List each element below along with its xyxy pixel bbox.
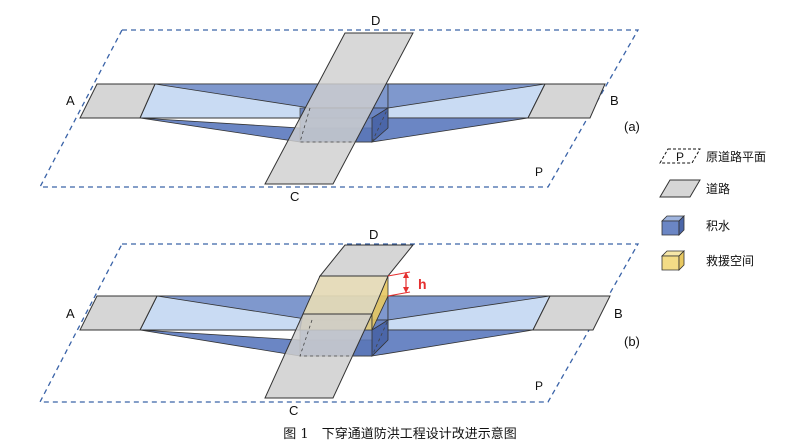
label-d-b: D (369, 227, 378, 242)
crossing-road-upper-b (318, 244, 415, 277)
panel-a: A B C D P (a) (38, 13, 640, 204)
label-a-a: A (66, 93, 75, 108)
panel-label-b: (b) (624, 334, 640, 349)
legend-item-plane: P 原道路平面 (659, 148, 766, 164)
label-a-b: A (66, 306, 75, 321)
legend: P 原道路平面 道路 积水 救援空间 (659, 148, 766, 271)
label-c-a: C (290, 189, 299, 204)
road-left-b (79, 295, 158, 331)
legend-item-road: 道路 (659, 179, 730, 198)
label-b-b: B (614, 306, 623, 321)
road-left-a (79, 83, 156, 119)
label-p-a: P (535, 165, 543, 179)
legend-item-water: 积水 (661, 215, 730, 236)
original-road-plane-b (38, 243, 640, 403)
legend-water-label: 积水 (706, 219, 730, 233)
label-p-b: P (535, 379, 543, 393)
height-marker (387, 271, 411, 297)
legend-road-label: 道路 (706, 181, 730, 196)
label-d-a: D (371, 13, 380, 28)
legend-plane-key: P (676, 150, 684, 164)
figure-caption: 图 1 下穿通道防洪工程设计改进示意图 (283, 426, 516, 442)
road-right-a (527, 83, 606, 119)
original-road-plane-a (38, 29, 640, 188)
panel-label-a: (a) (624, 119, 640, 134)
legend-plane-label: 原道路平面 (706, 149, 766, 164)
height-label: h (418, 276, 427, 292)
crossing-road-deck-b (302, 275, 389, 315)
label-b-a: B (610, 93, 619, 108)
label-c-b: C (289, 403, 298, 418)
panel-b: h A B C D P (b) (38, 227, 640, 418)
crossing-road-a (264, 32, 414, 185)
legend-rescue-label: 救援空间 (706, 253, 754, 268)
legend-item-rescue: 救援空间 (661, 250, 754, 271)
road-right-b (532, 295, 611, 331)
